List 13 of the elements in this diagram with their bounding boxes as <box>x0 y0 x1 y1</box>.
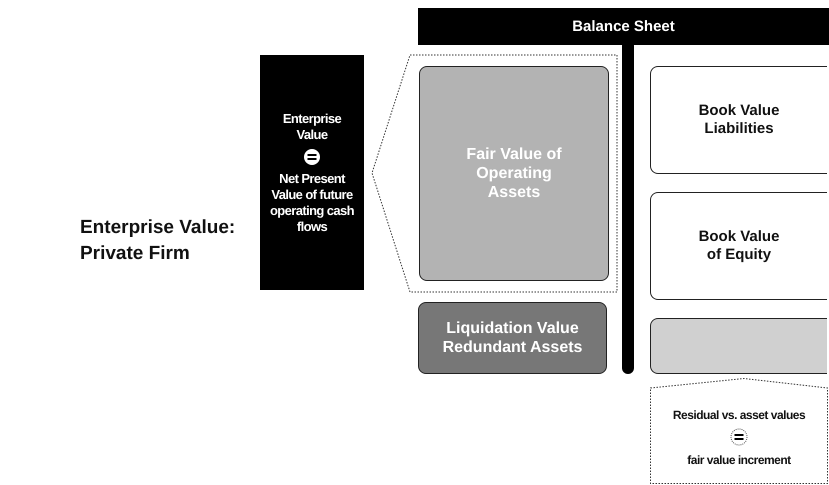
node-text: Enterprise Value <box>282 110 342 142</box>
header-bar: Balance Sheet <box>418 8 829 45</box>
equity-box: Book Value of Equity <box>650 192 827 300</box>
node-text: fair value increment <box>687 453 791 468</box>
node-text: Residual vs. asset values <box>672 408 806 423</box>
definition-panel <box>260 55 364 290</box>
node-text: Net Present Value of future operating cash flows <box>268 170 356 234</box>
title: Enterprise Value: Private Firm <box>80 216 236 266</box>
liability-box: Book Value Liabilities <box>650 66 827 174</box>
asset-box: Fair Value of Operating Assets <box>419 66 609 281</box>
empty-box <box>650 318 827 374</box>
asset-box: Liquidation Value Redundant Assets <box>418 302 607 374</box>
callout-box <box>650 378 828 484</box>
